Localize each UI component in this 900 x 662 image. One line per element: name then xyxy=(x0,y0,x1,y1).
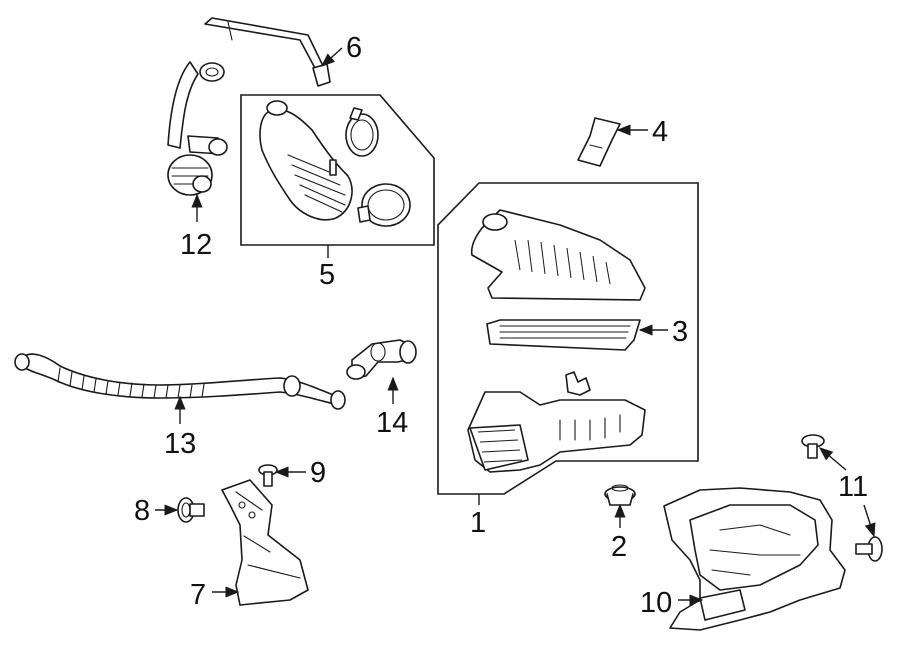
callout-4: 4 xyxy=(652,116,668,148)
leader-6 xyxy=(320,47,343,67)
hose-clamp-lower[interactable] xyxy=(357,183,411,227)
callout-8: 8 xyxy=(134,495,150,527)
callout-5: 5 xyxy=(319,259,335,291)
leaders xyxy=(155,47,876,606)
push-pin-part-9[interactable] xyxy=(258,464,278,487)
hose-clamp-upper[interactable] xyxy=(345,107,379,157)
air-filter-element[interactable] xyxy=(486,319,641,351)
push-pin-part-11-upper[interactable] xyxy=(801,434,825,459)
callout-9: 9 xyxy=(310,457,326,489)
air-cleaner-assembly-outline xyxy=(437,182,699,495)
callout-11: 11 xyxy=(838,471,868,503)
intake-duct-part-5[interactable] xyxy=(259,100,353,221)
callout-12: 12 xyxy=(180,229,212,261)
push-pin-part-11-lower[interactable] xyxy=(855,536,883,562)
callout-13: 13 xyxy=(164,428,196,460)
air-cleaner-lower-housing[interactable] xyxy=(467,371,646,473)
hose-elbow-part-14[interactable] xyxy=(346,339,417,380)
leader-11a xyxy=(818,447,847,471)
callout-2: 2 xyxy=(611,531,627,563)
leader-11b xyxy=(863,504,876,538)
air-cleaner-upper-housing[interactable] xyxy=(470,209,646,301)
callout-10: 10 xyxy=(640,587,672,619)
callout-1: 1 xyxy=(470,507,486,539)
callout-14: 14 xyxy=(376,407,408,439)
breather-hose-part-13[interactable] xyxy=(14,353,346,410)
grommet-part-2[interactable] xyxy=(604,484,636,506)
bracket-part-7[interactable] xyxy=(221,479,309,606)
callout-7: 7 xyxy=(190,579,206,611)
callouts: 6 4 12 5 3 13 14 9 8 1 2 11 7 10 xyxy=(134,32,868,619)
callout-3: 3 xyxy=(672,316,688,348)
push-pin-part-8[interactable] xyxy=(177,497,205,523)
pcv-hose-part-12[interactable] xyxy=(167,61,228,196)
airflow-sensor-part-4[interactable] xyxy=(577,117,621,167)
duct-assembly-outline xyxy=(240,94,435,246)
callout-6: 6 xyxy=(346,32,362,64)
air-inlet-duct-part-10[interactable] xyxy=(663,487,846,631)
